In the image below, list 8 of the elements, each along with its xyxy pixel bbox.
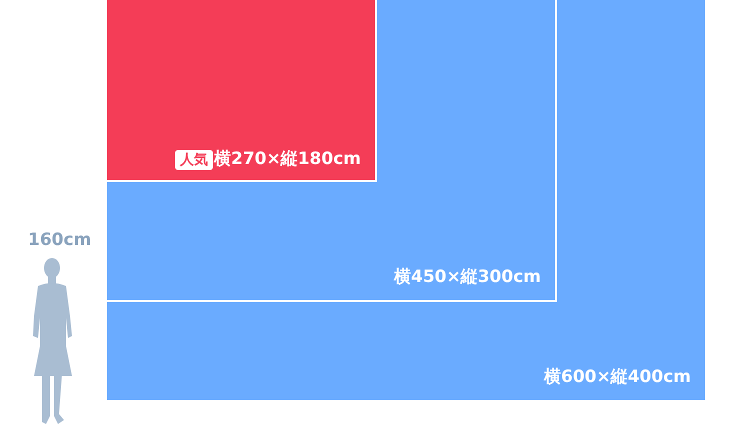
size-label: 横270×縦180cm bbox=[214, 148, 361, 170]
height-label: 160cm bbox=[28, 230, 92, 250]
size-label: 横450×縦300cm bbox=[394, 266, 541, 288]
size-label: 横600×縦400cm bbox=[544, 366, 691, 388]
size-area bbox=[107, 0, 557, 302]
size-area bbox=[107, 0, 377, 182]
size-area bbox=[107, 0, 705, 400]
tag-badge: 人気 bbox=[175, 150, 213, 170]
